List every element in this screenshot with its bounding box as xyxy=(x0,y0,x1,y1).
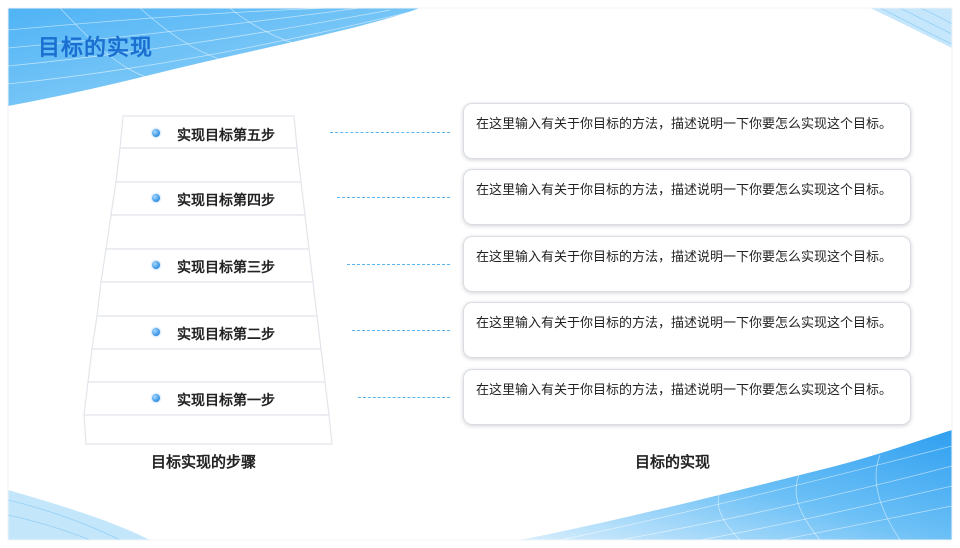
bottom-left-wave xyxy=(8,490,150,540)
step-1-label: 实现目标第一步 xyxy=(177,393,275,409)
step-3-bullet-icon xyxy=(152,261,160,269)
pyramid-base xyxy=(83,414,333,445)
top-right-wave xyxy=(870,8,952,48)
step-5-label: 实现目标第五步 xyxy=(177,128,275,144)
step-5-description: 在这里输入有关于你目标的方法，描述说明一下你要怎么实现这个目标。 xyxy=(476,117,893,132)
step-1-description: 在这里输入有关于你目标的方法，描述说明一下你要怎么实现这个目标。 xyxy=(476,383,893,398)
step-4-connector xyxy=(337,197,450,198)
step-5-bullet-icon xyxy=(152,129,160,137)
step-2-description: 在这里输入有关于你目标的方法，描述说明一下你要怎么实现这个目标。 xyxy=(476,316,893,331)
step-2-description-box[interactable]: 在这里输入有关于你目标的方法，描述说明一下你要怎么实现这个目标。 xyxy=(463,302,911,358)
step-4-bullet-icon xyxy=(152,194,160,202)
step-5-description-box[interactable]: 在这里输入有关于你目标的方法，描述说明一下你要怎么实现这个目标。 xyxy=(463,103,911,159)
pyramid-gap-3 xyxy=(96,281,318,317)
bottom-wave xyxy=(520,430,952,540)
step-1-bullet-icon xyxy=(152,394,160,402)
step-4-description-box[interactable]: 在这里输入有关于你目标的方法，描述说明一下你要怎么实现这个目标。 xyxy=(463,169,911,225)
step-3-label: 实现目标第三步 xyxy=(177,260,275,276)
step-2-connector xyxy=(352,330,450,331)
step-4-description: 在这里输入有关于你目标的方法，描述说明一下你要怎么实现这个目标。 xyxy=(476,183,893,198)
pyramid-gap-2 xyxy=(87,348,326,383)
left-caption: 目标实现的步骤 xyxy=(151,453,257,471)
pyramid-gap-5 xyxy=(115,147,302,183)
step-2-bullet-icon xyxy=(152,328,160,336)
step-4-label: 实现目标第四步 xyxy=(177,193,275,209)
right-caption: 目标的实现 xyxy=(635,453,711,471)
page-title: 目标的实现 xyxy=(38,36,154,61)
pyramid-gap-4 xyxy=(105,214,310,250)
step-1-connector xyxy=(358,397,450,398)
step-3-connector xyxy=(347,264,450,265)
step-1-description-box[interactable]: 在这里输入有关于你目标的方法，描述说明一下你要怎么实现这个目标。 xyxy=(463,369,911,425)
step-2-label: 实现目标第二步 xyxy=(177,327,275,343)
step-5-connector xyxy=(330,132,450,133)
step-3-description: 在这里输入有关于你目标的方法，描述说明一下你要怎么实现这个目标。 xyxy=(476,250,893,265)
step-3-description-box[interactable]: 在这里输入有关于你目标的方法，描述说明一下你要怎么实现这个目标。 xyxy=(463,236,911,292)
